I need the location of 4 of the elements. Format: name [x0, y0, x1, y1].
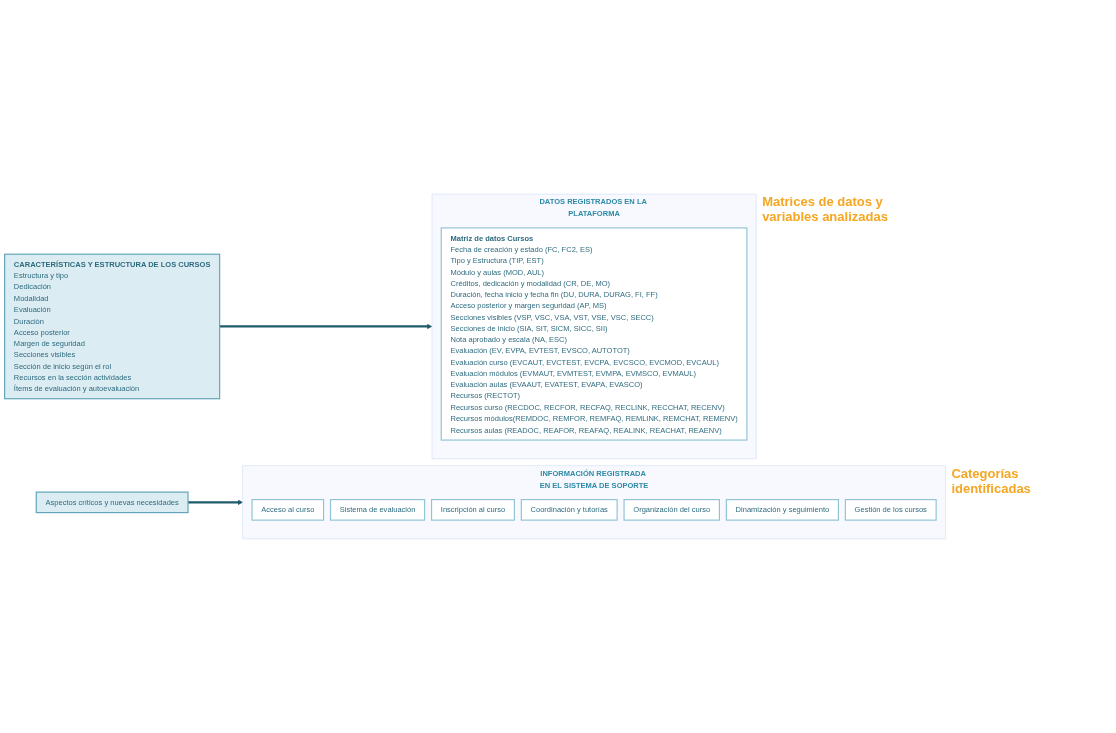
side-caption: Matrices de datos y variables analizadas — [762, 194, 889, 225]
arrow — [219, 323, 433, 329]
arrow — [188, 499, 243, 505]
side-caption: Categorías identificadas — [951, 465, 1032, 496]
